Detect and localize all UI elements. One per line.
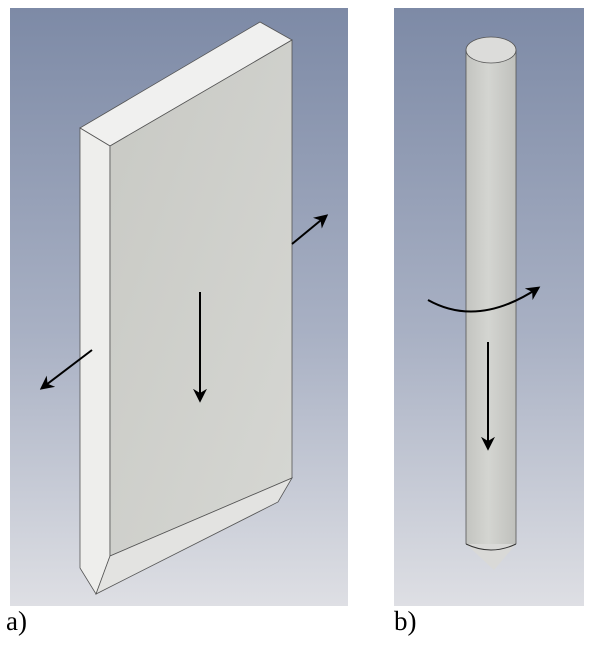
blade-side-face: [79, 127, 111, 595]
rod-tip: [466, 544, 516, 570]
lateral-right-arrow: [291, 214, 329, 245]
panel-a: [10, 8, 348, 606]
caption-b: b): [394, 606, 417, 636]
panel-a-illustration: [10, 8, 348, 606]
caption-a: a): [6, 606, 27, 636]
panel-b: [394, 8, 584, 606]
lateral-left-arrow: [39, 349, 93, 390]
rod-body: [466, 50, 516, 544]
rotation-arrow: [427, 286, 541, 313]
panel-b-illustration: [394, 8, 584, 606]
rod-top-end: [465, 36, 517, 64]
blade-bevel: [95, 477, 293, 595]
rod-tip-seam: [465, 543, 517, 551]
